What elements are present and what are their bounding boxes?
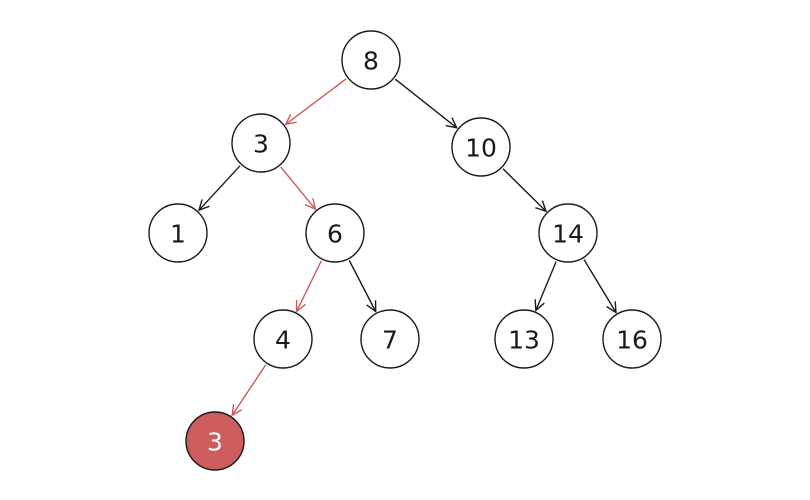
tree-node-4: 4: [253, 309, 313, 369]
node-label: 1: [170, 220, 186, 249]
node-circle: [451, 117, 511, 177]
node-circle: [148, 203, 208, 263]
node-label: 10: [465, 134, 497, 163]
edge-n3-n6-highlighted: [280, 166, 316, 209]
tree-node-10: 10: [451, 117, 511, 177]
edge-n10-n14: [502, 168, 546, 211]
edges-layer: [199, 78, 616, 416]
node-label: 16: [616, 326, 648, 355]
edge-n8-n10: [394, 78, 456, 128]
node-circle: [341, 30, 401, 90]
node-label: 3: [253, 130, 269, 159]
node-circle: [538, 203, 598, 263]
tree-node-3: 3: [231, 113, 291, 173]
tree-node-1: 1: [148, 203, 208, 263]
node-circle: [305, 203, 365, 263]
node-label: 6: [327, 220, 343, 249]
node-label: 7: [382, 326, 398, 355]
edge-n6-n7: [348, 260, 375, 312]
edge-n4-n3new-highlighted: [232, 364, 267, 415]
tree-node-13: 13: [494, 309, 554, 369]
node-circle: [185, 411, 245, 471]
tree-node-8: 8: [341, 30, 401, 90]
tree-node-7: 7: [360, 309, 420, 369]
node-label: 14: [552, 220, 584, 249]
node-label: 8: [363, 47, 379, 76]
edge-n6-n4-highlighted: [297, 260, 322, 311]
edge-n8-n3-highlighted: [286, 78, 347, 125]
node-circle: [253, 309, 313, 369]
node-label: 3: [207, 428, 223, 457]
tree-node-16: 16: [602, 309, 662, 369]
edge-n14-n16: [583, 259, 616, 313]
edge-n3-n1: [199, 165, 241, 210]
tree-node-14: 14: [538, 203, 598, 263]
tree-node-6: 6: [305, 203, 365, 263]
node-label: 4: [275, 326, 291, 355]
node-label: 13: [508, 326, 540, 355]
node-circle: [231, 113, 291, 173]
inserted-node-3: 3: [185, 411, 245, 471]
edge-n14-n13: [536, 261, 557, 311]
node-circle: [360, 309, 420, 369]
node-circle: [602, 309, 662, 369]
node-circle: [494, 309, 554, 369]
